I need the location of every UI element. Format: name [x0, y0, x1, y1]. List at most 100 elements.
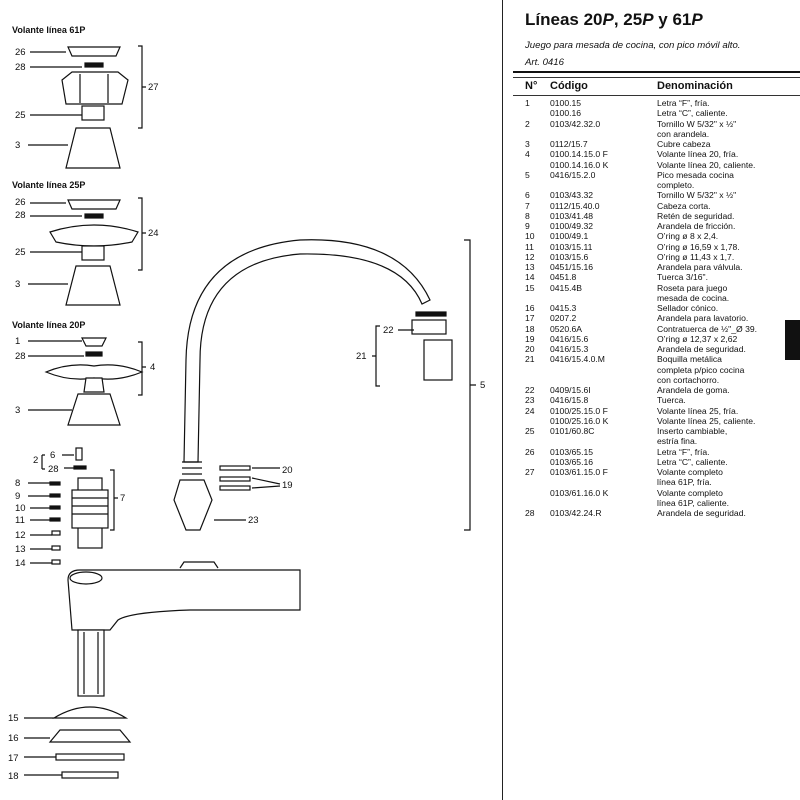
callout-13: 13: [15, 544, 26, 555]
callout-9: 9: [15, 491, 20, 502]
callout-8: 8: [15, 478, 20, 489]
part-code: 0100/49.32: [550, 221, 594, 231]
part-code: 0100.14.15.0 F: [550, 149, 608, 160]
part-description: O’ring ø 11,43 x 1,7.: [657, 251, 735, 262]
part-description: Tuerca.: [657, 395, 686, 406]
part-number: 20: [525, 344, 535, 354]
page-subtitle: Juego para mesada de cocina, con pico mó…: [525, 40, 741, 51]
divider: [513, 71, 800, 73]
part-code: 0103/65.15: [550, 446, 594, 457]
title-suffix: P: [602, 10, 614, 29]
part-number: 2: [525, 118, 530, 129]
part-code: 0100.16: [550, 108, 582, 119]
part-code: 0103/42.32.0: [550, 118, 601, 129]
part-number: 16: [525, 303, 535, 313]
part-number: 9: [525, 221, 530, 231]
part-description: Arandela de goma.: [657, 385, 730, 395]
part-code: 0416/15.6: [550, 333, 589, 344]
group-label-25p: Volante línea 25P: [12, 180, 85, 190]
part-code: 0451.8: [550, 272, 577, 283]
table-row: con arandela.: [525, 129, 785, 139]
callout-10: 10: [15, 503, 26, 514]
faucet-body: [48, 561, 301, 779]
part-number: 14: [525, 272, 535, 283]
part-number: 17: [525, 313, 535, 324]
callout-14: 14: [15, 558, 26, 569]
part-description: completa p/pico cocina: [657, 364, 745, 375]
table-row: completo.: [525, 180, 785, 190]
part-code: 0103/61.16.0 K: [550, 487, 609, 498]
group-label-61p: Volante línea 61P: [12, 25, 85, 35]
part-description: Volante completo: [657, 487, 723, 498]
part-description: Volante completo: [657, 467, 723, 477]
table-row: completa p/pico cocina: [525, 365, 785, 375]
part-code: 0103/65.16: [550, 456, 594, 467]
part-description: Letra “C”, caliente.: [657, 108, 728, 119]
column-header-description: Denominación: [657, 80, 733, 92]
callout-27: 27: [148, 82, 159, 93]
title-text: , 25: [613, 10, 643, 29]
part-code: 0416/15.8: [550, 395, 589, 406]
part-number: 24: [525, 405, 535, 416]
part-number: 25: [525, 426, 535, 436]
title-text: Líneas 20: [525, 10, 603, 29]
callout-25: 25: [15, 247, 26, 258]
callout-4: 4: [150, 362, 155, 373]
part-description: Contratuerca de ½"_Ø 39.: [657, 323, 758, 334]
callout-23: 23: [248, 515, 259, 526]
part-description: Retén de seguridad.: [657, 210, 735, 221]
part-code: 0207.2: [550, 313, 577, 324]
part-description: O’ring ø 8 x 2,4.: [657, 231, 719, 242]
part-description: Tornillo W 5/32" x ½": [657, 118, 737, 129]
section-tab-marker: [785, 320, 800, 360]
part-description: Volante línea 20, fría.: [657, 149, 739, 160]
part-code: 0520.6A: [550, 323, 583, 334]
part-code: 0112/15.40.0: [550, 200, 600, 211]
table-row: 18 0520.6A Contratuerca de ½"_Ø 39.: [525, 324, 785, 334]
part-description: con cortachorro.: [657, 374, 720, 385]
callout-20: 20: [282, 465, 293, 476]
callout-21: 21: [356, 351, 367, 362]
part-number: 5: [525, 169, 530, 180]
part-number: 6: [525, 190, 530, 201]
parts-list-panel: Líneas 20P, 25P y 61P Juego para mesada …: [513, 0, 800, 800]
part-number: 13: [525, 262, 535, 272]
part-description: Roseta para juego: [657, 282, 728, 293]
part-code: 0103/41.48: [550, 210, 594, 221]
callout-3: 3: [15, 140, 20, 151]
part-number: 27: [525, 467, 535, 477]
part-description: Sellador cónico.: [657, 303, 719, 313]
callout-7: 7: [120, 493, 125, 504]
callout-26: 26: [15, 197, 26, 208]
part-description: Arandela de fricción.: [657, 221, 736, 231]
part-code: 0103/43.32: [550, 190, 594, 201]
part-code: 0415.4B: [550, 282, 583, 293]
title-suffix: P: [642, 10, 654, 29]
part-code: 0103/15.11: [550, 241, 593, 252]
table-row: 0103/61.16.0 K Volante completo: [525, 488, 785, 498]
part-number: 18: [525, 323, 535, 334]
column-header-code: Código: [550, 80, 588, 92]
part-description: Arandela de seguridad.: [657, 508, 746, 518]
callout-25: 25: [15, 110, 26, 121]
callout-11: 11: [15, 515, 25, 526]
part-number: 7: [525, 200, 530, 211]
part-code: 0451/15.16: [550, 262, 594, 272]
callout-28: 28: [15, 210, 26, 221]
part-number: 1: [525, 98, 530, 108]
group-label-20p: Volante línea 20P: [12, 320, 85, 330]
part-number: 12: [525, 251, 535, 262]
spout: [173, 239, 453, 531]
callout-15: 15: [8, 713, 19, 724]
table-row: línea 61P, fría.: [525, 477, 785, 487]
